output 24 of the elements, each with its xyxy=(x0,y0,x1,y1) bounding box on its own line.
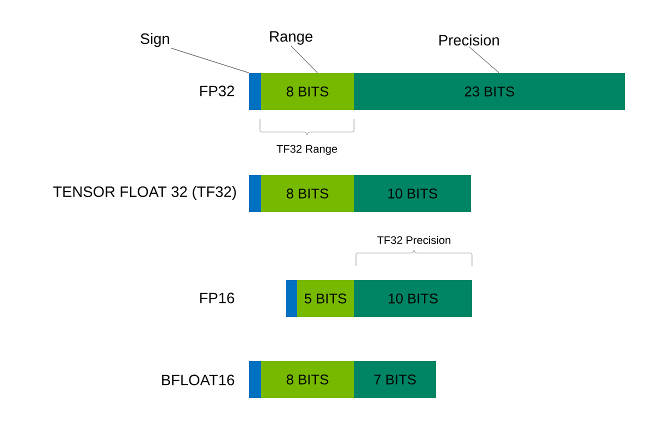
bracket-label: TF32 Range xyxy=(276,145,338,155)
precision-bits-segment: 10 BITS xyxy=(354,280,472,317)
leader-line xyxy=(290,46,318,74)
leader-line xyxy=(468,46,500,74)
row-label: BFLOAT16 xyxy=(162,374,234,386)
range-bits-segment: 8 BITS xyxy=(261,73,354,110)
sign-bit-segment xyxy=(249,73,261,110)
heading-text: Precision xyxy=(439,34,499,46)
leader-line xyxy=(170,48,250,74)
bracket-label: TF32 Precision xyxy=(377,236,450,244)
range-bits-segment: 8 BITS xyxy=(261,361,354,398)
row-label: FP32 xyxy=(200,86,234,96)
heading-text: Range xyxy=(270,31,312,45)
range-bits-segment: 5 BITS xyxy=(297,280,354,317)
row-label: FP16 xyxy=(200,292,234,304)
sign-bit-segment xyxy=(249,175,261,212)
sign-bit-segment xyxy=(286,280,297,317)
precision-bits-segment: 10 BITS xyxy=(354,175,471,212)
heading-text: Sign xyxy=(140,33,170,47)
precision-bits-segment: 23 BITS xyxy=(354,73,625,110)
range-bits-segment: 8 BITS xyxy=(261,175,354,212)
sign-bit-segment xyxy=(249,361,261,398)
row-label: TENSOR FLOAT 32 (TF32) xyxy=(53,186,236,200)
precision-bits-segment: 7 BITS xyxy=(354,361,436,398)
